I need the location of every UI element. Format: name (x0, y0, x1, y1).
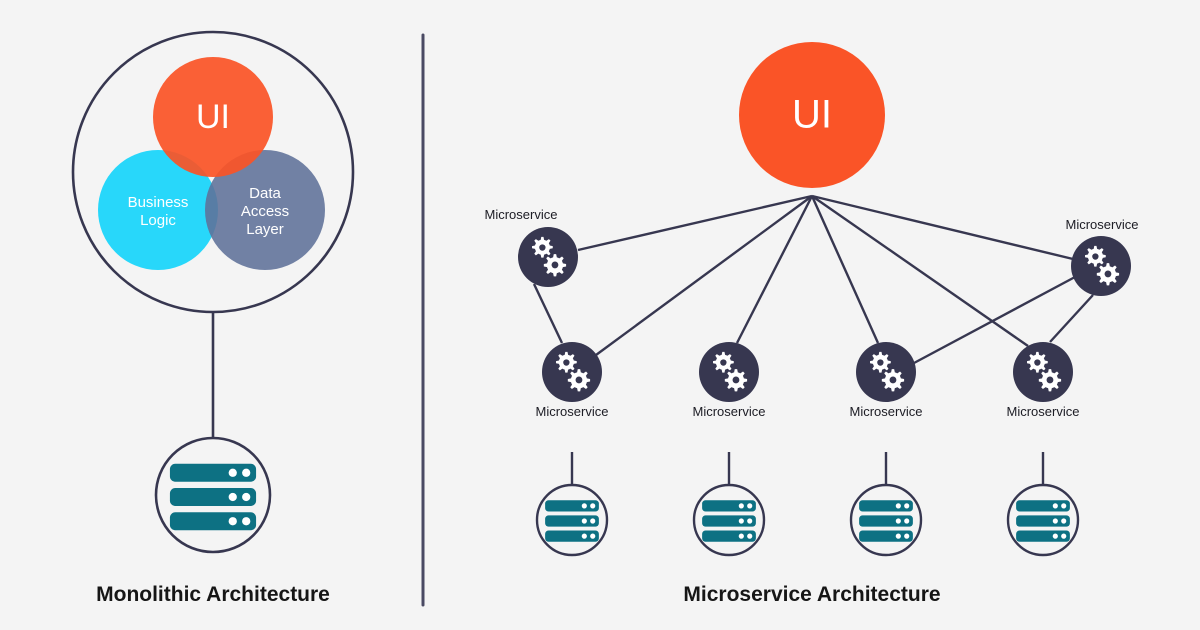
ms-label-row-3: Microservice (849, 404, 923, 419)
ms-node-row-1 (542, 342, 602, 402)
db-node-2 (692, 483, 766, 557)
microservice-ui-hub: UI (739, 42, 885, 188)
monolith-outer-circle (71, 30, 355, 314)
edge-hub-to-ms-top-right (811, 194, 1074, 261)
server-icon (1016, 500, 1070, 542)
monolith-business-logic-label-2: Logic (140, 212, 176, 229)
monolith-ui-label: UI (196, 98, 230, 136)
edge-ms-top-left-to-ms-row-1 (532, 283, 564, 344)
ms-label-row-2: Microservice (692, 404, 766, 419)
server-icon (859, 500, 913, 542)
monolith-group: UI Business Logic Data Access Layer (71, 30, 355, 554)
monolith-business-logic-circle (98, 150, 218, 270)
monolith-caption: Monolithic Architecture (96, 583, 330, 606)
ms-node-row-2 (699, 342, 759, 402)
ms-node-top-left (518, 227, 578, 287)
ms-node-row-3 (856, 342, 916, 402)
db-node-3 (849, 483, 923, 557)
ms-node-row-4 (1013, 342, 1073, 402)
server-icon (545, 500, 599, 542)
edge-hub-to-ms-row-1 (595, 195, 813, 356)
monolith-data-access-label-3: Layer (246, 221, 284, 238)
edge-ms-top-right-to-ms-row-4 (1049, 294, 1094, 343)
microservice-caption: Microservice Architecture (683, 583, 941, 606)
edge-hub-to-ms-row-2 (735, 195, 814, 344)
server-icon (702, 500, 756, 542)
monolith-database-node (154, 436, 272, 554)
monolith-business-logic-label: Business (128, 194, 189, 211)
edge-hub-to-ms-top-left (577, 194, 813, 252)
microservice-group: UI (518, 42, 1131, 557)
server-icon (169, 463, 257, 531)
edge-ms-row-3-to-ms-top-right (913, 275, 1076, 365)
ms-label-top-right: Microservice (1065, 217, 1139, 232)
ms-label-row-1: Microservice (535, 404, 609, 419)
monolith-data-access-circle (205, 150, 325, 270)
ms-label-row-4: Microservice (1006, 404, 1080, 419)
ms-label-top-left: Microservice (484, 207, 558, 222)
edges (532, 194, 1094, 486)
db-node-1 (535, 483, 609, 557)
ms-node-top-right (1071, 236, 1131, 296)
monolith-data-access-label-2: Access (241, 203, 289, 220)
monolith-data-access-label: Data (249, 185, 281, 202)
microservice-ui-hub-label: UI (792, 93, 832, 137)
monolith-ui-circle (153, 57, 273, 177)
db-node-4 (1006, 483, 1080, 557)
edge-hub-to-ms-row-3 (810, 195, 880, 344)
